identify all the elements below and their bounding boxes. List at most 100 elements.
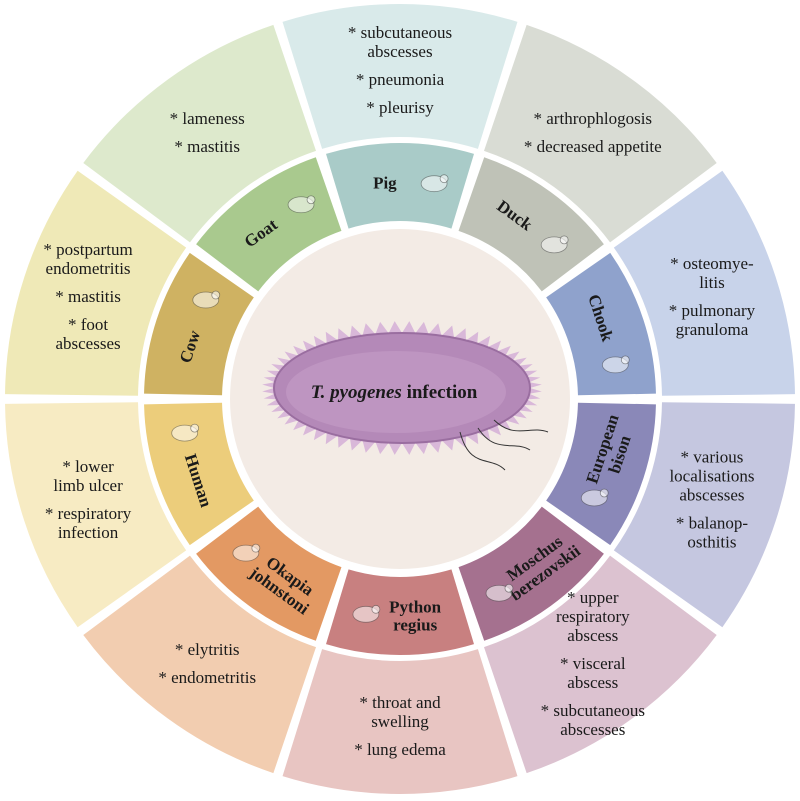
- disease-text: abscesses: [367, 42, 432, 61]
- disease-segment-bg: [613, 170, 795, 396]
- disease-segment-bg: [484, 555, 717, 774]
- host-segment-bg: [196, 157, 342, 292]
- disease-text: abscesses: [55, 334, 120, 353]
- disease-text: * decreased appetite: [524, 137, 662, 156]
- disease-segment-bg: [5, 170, 187, 396]
- center-group: T. pyogenes infection: [230, 229, 570, 569]
- disease-text: * pleurisy: [366, 98, 434, 117]
- flagellum: [459, 431, 506, 471]
- disease-text: * endometritis: [158, 668, 256, 687]
- duck-icon: [540, 235, 569, 254]
- flagellum: [493, 419, 549, 433]
- disease-text: * foot: [68, 315, 108, 334]
- host-segment-bg: [326, 143, 474, 229]
- disease-segment-okapia: * elytritis * endometritis: [83, 555, 316, 774]
- host-segment-bg: [458, 506, 604, 641]
- disease-text: respiratory: [556, 607, 630, 626]
- host-segment-goat: Goat: [196, 157, 342, 292]
- host-segment-duck: Duck: [458, 157, 604, 292]
- disease-segment-duck: * arthrophlogosis * decreased appetite: [484, 24, 717, 243]
- disease-segment-bg: [83, 24, 316, 243]
- disease-segment-bg: [613, 402, 795, 628]
- host-name-text: Python: [389, 597, 442, 616]
- disease-text: * pulmonary: [669, 301, 756, 320]
- disease-text: * visceral: [560, 654, 626, 673]
- pig-icon: [420, 174, 449, 193]
- bison-icon: [580, 488, 609, 507]
- disease-text: * postpartum: [43, 240, 132, 259]
- disease-text: litis: [699, 273, 725, 292]
- disease-text: * mastitis: [55, 287, 121, 306]
- host-name-text: regius: [393, 615, 437, 634]
- host-segment-chook: Chook: [546, 252, 656, 396]
- disease-text: * various: [681, 447, 744, 466]
- host-segment-bg: [196, 506, 342, 641]
- rooster-icon: [601, 355, 630, 374]
- host-segment-bg: [144, 402, 254, 546]
- disease-text: abscesses: [679, 485, 744, 504]
- disease-text: granuloma: [676, 320, 749, 339]
- goat-icon: [287, 195, 316, 214]
- inner-ring: Pig DuckChookEuropeanbisonMoschusberezovs…: [144, 143, 656, 655]
- disease-segment-bg: [282, 649, 518, 794]
- disease-text: abscess: [567, 626, 618, 645]
- host-segment-bg: [546, 402, 656, 546]
- disease-text: * respiratory: [45, 504, 132, 523]
- center-label: T. pyogenes infection: [311, 382, 478, 403]
- disease-text: * pneumonia: [356, 70, 445, 89]
- host-segment-human: Human: [144, 402, 254, 546]
- disease-text: osthitis: [687, 532, 736, 551]
- disease-segment-bg: [484, 24, 717, 243]
- disease-text: * upper: [567, 588, 619, 607]
- cow-icon: [192, 290, 221, 309]
- musk-deer-icon: [485, 583, 514, 602]
- disease-segment-bg: [83, 555, 316, 774]
- disease-text: * throat and: [359, 693, 441, 712]
- person-icon: [171, 423, 200, 442]
- disease-text: abscesses: [560, 720, 625, 739]
- disease-text: infection: [58, 523, 119, 542]
- disease-list-duck: * arthrophlogosis * decreased appetite: [524, 109, 662, 156]
- host-name-text: Pig: [373, 174, 397, 193]
- disease-text: limb ulcer: [53, 476, 123, 495]
- host-segment-pig: Pig: [326, 143, 474, 229]
- flagellum: [477, 427, 531, 451]
- disease-list-goat: * lameness* mastitis: [170, 109, 245, 156]
- disease-segment-bg: [5, 402, 187, 628]
- disease-text: * elytritis: [175, 640, 240, 659]
- disease-text: localisations: [669, 466, 754, 485]
- disease-text: * osteomye-: [670, 254, 754, 273]
- disease-text: abscess: [567, 673, 618, 692]
- bacterium-core: [286, 351, 506, 433]
- disease-list-okapia: * elytritis * endometritis: [158, 640, 256, 687]
- disease-text: * lung edema: [354, 740, 446, 759]
- disease-segment-goat: * lameness* mastitis: [83, 24, 316, 243]
- host-segment-bg: [458, 157, 604, 292]
- disease-segment-bg: [282, 4, 518, 149]
- snake-icon: [352, 604, 381, 623]
- disease-text: * balanop-: [676, 513, 749, 532]
- disease-text: * arthrophlogosis: [534, 109, 653, 128]
- disease-text: * mastitis: [174, 137, 240, 156]
